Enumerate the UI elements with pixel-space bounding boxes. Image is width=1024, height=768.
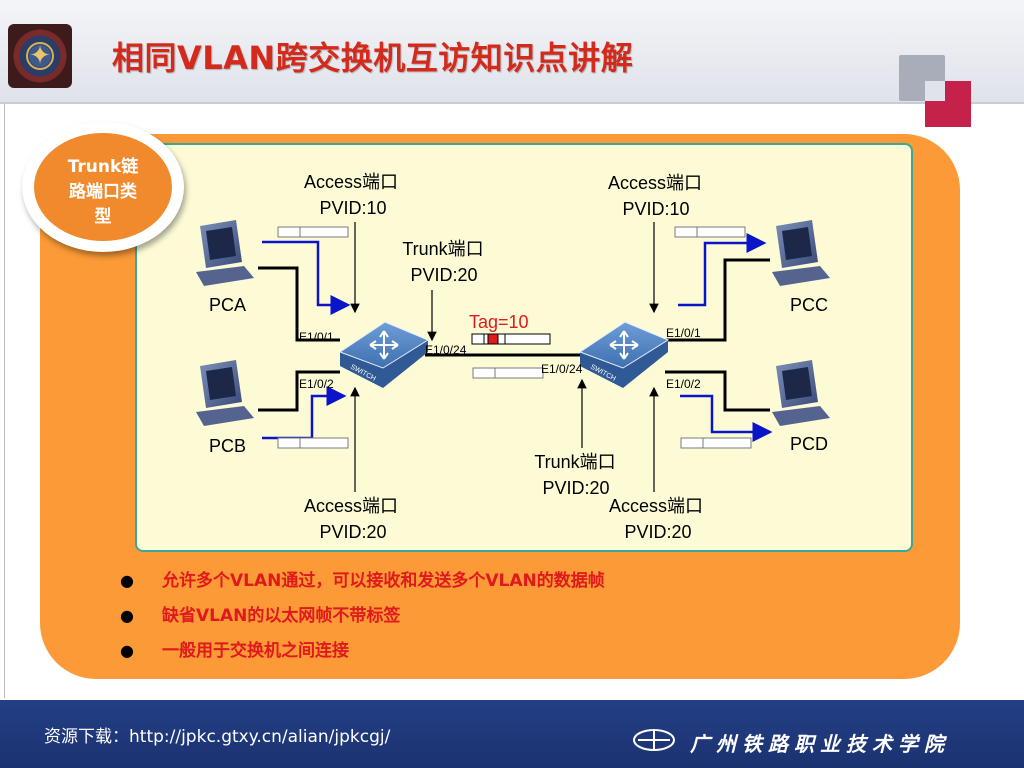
slide-title: 相同VLAN跨交换机互访知识点讲解 — [112, 39, 634, 77]
frame-box-pca — [277, 226, 349, 238]
pc-pcd-icon — [772, 360, 830, 426]
trunk-badge: Trunk链 路端口类 型 — [22, 122, 184, 252]
frame-box-pcb — [277, 437, 349, 449]
trunk-badge-text: Trunk链 路端口类 型 — [34, 155, 172, 230]
frame-arrow-pcd — [680, 394, 773, 442]
cable-pcb — [258, 370, 340, 412]
annotation-right-trunk-pvid: PVID:20 — [542, 478, 609, 498]
annotation-left-top-pvid: PVID:10 — [319, 198, 386, 218]
logo-ring — [26, 42, 54, 70]
annotation-right-trunk-type: Trunk端口 — [534, 452, 615, 472]
logo-star-icon: ✦ — [29, 41, 51, 71]
bullet-text: 一般用于交换机之间连接 — [162, 641, 349, 661]
bullet-text: 允许多个VLAN通过，可以接收和发送多个VLAN的数据帧 — [162, 571, 605, 591]
annotation-left-bottom-type: Access端口 — [304, 496, 398, 516]
pc-pca-icon — [196, 220, 254, 286]
pc-label-pcb: PCB — [209, 436, 246, 456]
frame-box-trunk — [472, 367, 544, 379]
annotation-left-top-type: Access端口 — [304, 172, 398, 192]
bullet-list: ● 允许多个VLAN通过，可以接收和发送多个VLAN的数据帧 ● 缺省VLAN的以太… — [120, 568, 605, 673]
network-diagram-box — [135, 143, 913, 552]
cable-pcd — [665, 370, 770, 412]
annotation-right-top-pvid: PVID:10 — [622, 199, 689, 219]
port-label-sw1-e24: E1/0/24 — [425, 343, 467, 357]
frame-arrow-pca — [262, 240, 351, 315]
bullet-dot-icon: ● — [120, 571, 134, 590]
annotation-right-bottom-pvid: PVID:20 — [624, 522, 691, 542]
annotation-right-top-type: Access端口 — [608, 173, 702, 193]
frame-boxes — [277, 226, 752, 449]
footer-bar: 资源下载：http://jpkc.gtxy.cn/alian/jpkcgj/ 广… — [0, 700, 1024, 768]
download-link-text: 资源下载：http://jpkc.gtxy.cn/alian/jpkcgj/ — [44, 727, 391, 747]
header-bar — [0, 0, 1024, 103]
college-emblem-icon — [633, 729, 675, 751]
left-rule — [4, 104, 5, 698]
cables — [258, 258, 770, 412]
port-label-sw2-e24: E1/0/24 — [541, 362, 583, 376]
frame-box-pcd — [680, 437, 752, 449]
bullet-dot-icon: ● — [120, 606, 134, 625]
pc-pcb-icon — [196, 360, 254, 426]
pc-pcc-icon — [772, 220, 830, 286]
switch-1: SWITCH — [338, 321, 430, 388]
bullet-item: ● 一般用于交换机之间连接 — [120, 638, 605, 673]
vlan-tag — [487, 333, 499, 345]
annotation-left-trunk-pvid: PVID:20 — [410, 265, 477, 285]
frame-arrow-pcb — [262, 386, 347, 440]
port-label-sw2-e2: E1/0/2 — [666, 377, 701, 391]
cable-pcc — [665, 258, 770, 342]
badge-line-2: 路端口类 — [69, 182, 137, 202]
school-logo: ✦ — [8, 24, 72, 88]
switch-1-arrows-icon — [369, 330, 399, 360]
badge-line-3: 型 — [94, 207, 112, 227]
pc-label-pcd: PCD — [790, 434, 828, 454]
annotation-right-bottom-type: Access端口 — [609, 496, 703, 516]
port-label-sw2-e1: E1/0/1 — [666, 326, 701, 340]
college-name: 广州铁路职业技术学院 — [690, 732, 950, 756]
tag-label: Tag=10 — [469, 312, 529, 332]
tagged-frame — [471, 333, 551, 345]
annotation-left-trunk-type: Trunk端口 — [402, 239, 483, 259]
frame-box-pcc — [674, 226, 746, 238]
switch-2-arrows-icon — [609, 330, 639, 360]
pointer-arrows — [350, 222, 659, 492]
bullet-dot-icon: ● — [120, 641, 134, 660]
cable-pca — [258, 266, 340, 342]
port-label-sw1-e2: E1/0/2 — [299, 377, 334, 391]
bullet-item: ● 缺省VLAN的以太网帧不带标签 — [120, 603, 605, 638]
bullet-text: 缺省VLAN的以太网帧不带标签 — [162, 606, 401, 626]
frame-arrow-pcc — [678, 233, 767, 307]
bullet-item: ● 允许多个VLAN通过，可以接收和发送多个VLAN的数据帧 — [120, 568, 605, 603]
pc-label-pca: PCA — [209, 295, 246, 315]
header-divider — [0, 102, 1024, 104]
switch-2: SWITCH — [578, 321, 670, 388]
port-label-sw1-e1: E1/0/1 — [299, 330, 334, 344]
footer-gap — [1000, 655, 1024, 700]
annotation-left-bottom-pvid: PVID:20 — [319, 522, 386, 542]
trunk-badge-circle: Trunk链 路端口类 型 — [34, 133, 172, 241]
badge-line-1: Trunk链 — [67, 157, 139, 177]
pc-label-pcc: PCC — [790, 295, 828, 315]
decor-square-overlap — [925, 81, 945, 101]
